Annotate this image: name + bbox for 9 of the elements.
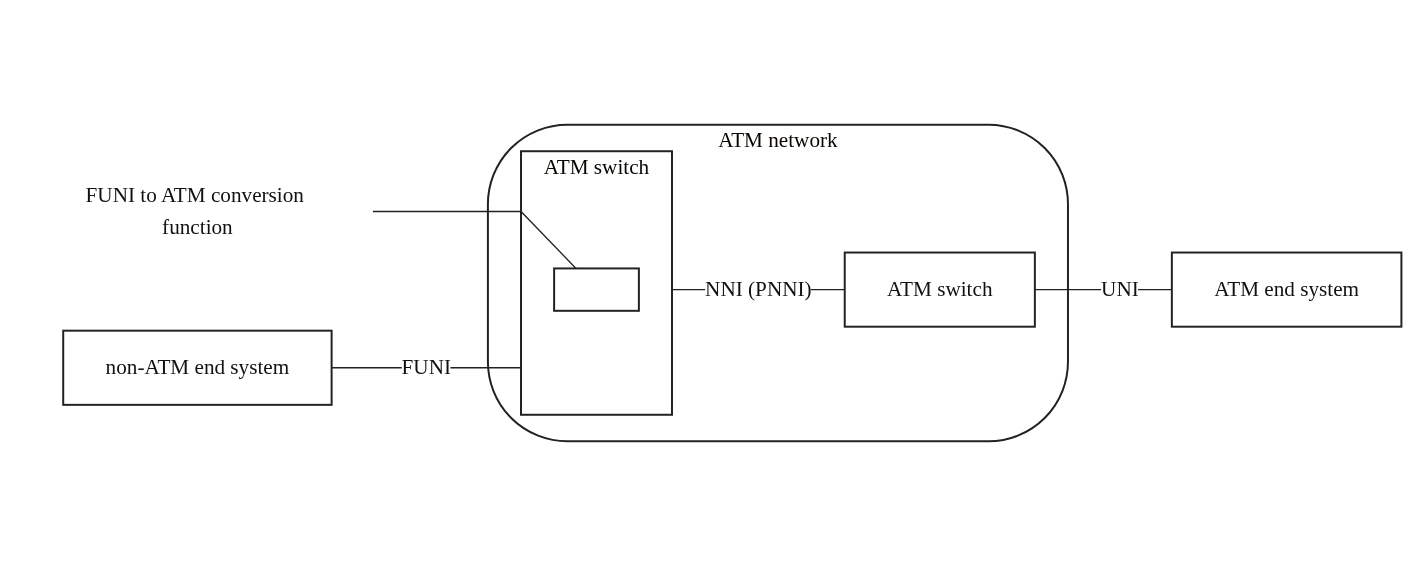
node-box: ATM switch (843, 251, 1036, 328)
node-box: ATM end system (1170, 251, 1403, 328)
edge-label: NNI (PNNI) (705, 277, 812, 301)
node-box (553, 267, 640, 312)
edge-label: UNI (1101, 277, 1139, 301)
cluster: ATM switch (520, 150, 673, 416)
node-text: FUNI to ATM conversion function (85, 183, 304, 238)
node-box: non-ATM end system (62, 329, 333, 406)
edge-label: FUNI (401, 355, 452, 379)
